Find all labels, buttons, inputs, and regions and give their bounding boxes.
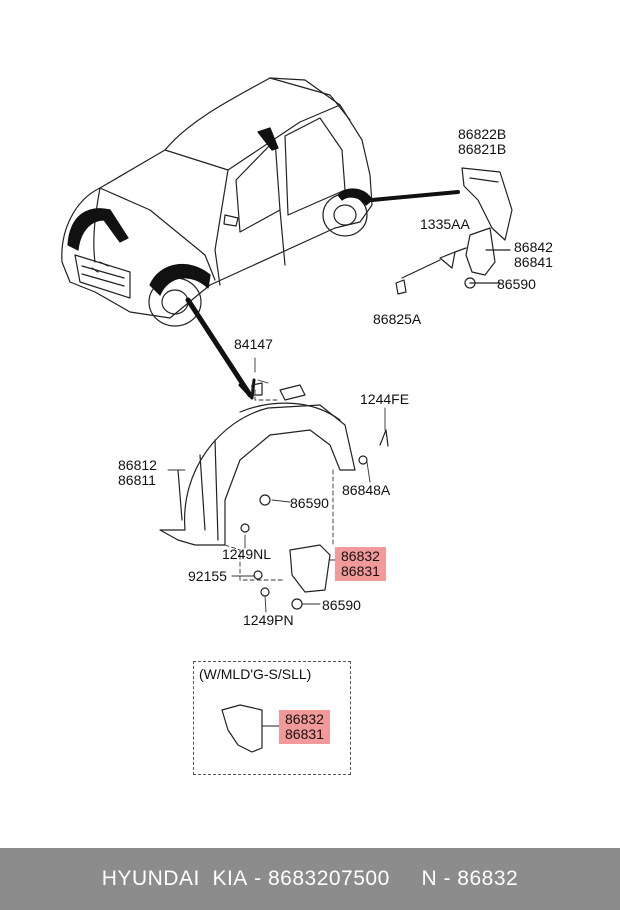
part-label-1335AA: 1335AA bbox=[420, 216, 470, 232]
part-label-1249PN: 1249PN bbox=[243, 612, 294, 628]
part-label-86590-top: 86590 bbox=[497, 276, 536, 292]
leader-lines bbox=[167, 357, 386, 613]
highlighted-part-86832: 86832 86831 bbox=[335, 547, 386, 581]
front-fender-liner bbox=[159, 382, 389, 610]
footer-gap bbox=[390, 867, 422, 891]
footer-bar: HYUNDAI KIA - 8683207500 N - 86832 bbox=[0, 848, 620, 910]
part-label-86812: 86812 bbox=[118, 457, 157, 473]
variant-label-86832: 86832 bbox=[285, 711, 324, 727]
part-label-86841: 86841 bbox=[514, 254, 553, 270]
highlighted-variant-part-86832: 86832 86831 bbox=[279, 710, 330, 744]
part-label-84147: 84147 bbox=[234, 336, 273, 352]
footer-brand: HYUNDAI KIA bbox=[101, 867, 248, 890]
part-label-86832: 86832 bbox=[341, 548, 380, 564]
part-label-86821B: 86821B bbox=[458, 141, 507, 157]
part-label-86825A: 86825A bbox=[373, 311, 422, 327]
variant-label-86831: 86831 bbox=[285, 726, 324, 742]
variant-box bbox=[193, 661, 351, 775]
footer-part-number: 8683207500 bbox=[267, 867, 390, 890]
variant-title: (W/MLD'G-S/SLL) bbox=[199, 666, 312, 682]
part-label-92155: 92155 bbox=[188, 568, 227, 584]
part-label-86811: 86811 bbox=[118, 472, 156, 488]
fender-liner-highlights bbox=[67, 127, 373, 296]
part-label-1249NL: 1249NL bbox=[222, 546, 272, 562]
parts-diagram bbox=[61, 77, 513, 753]
footer-short-code: N - 86832 bbox=[421, 867, 519, 890]
part-label-1244FE: 1244FE bbox=[360, 391, 410, 407]
rear-splash-guard-parts bbox=[395, 167, 513, 295]
part-label-86848A: 86848A bbox=[342, 482, 391, 498]
part-label-86831: 86831 bbox=[341, 563, 380, 579]
part-label-86842: 86842 bbox=[514, 239, 553, 255]
variant-mud-guard bbox=[221, 704, 281, 753]
part-label-86590-mid: 86590 bbox=[290, 495, 329, 511]
car-illustration bbox=[61, 77, 373, 327]
footer-separator: - bbox=[247, 867, 268, 890]
part-label-86822B: 86822B bbox=[458, 126, 507, 142]
part-label-86590-bottom: 86590 bbox=[322, 597, 361, 613]
